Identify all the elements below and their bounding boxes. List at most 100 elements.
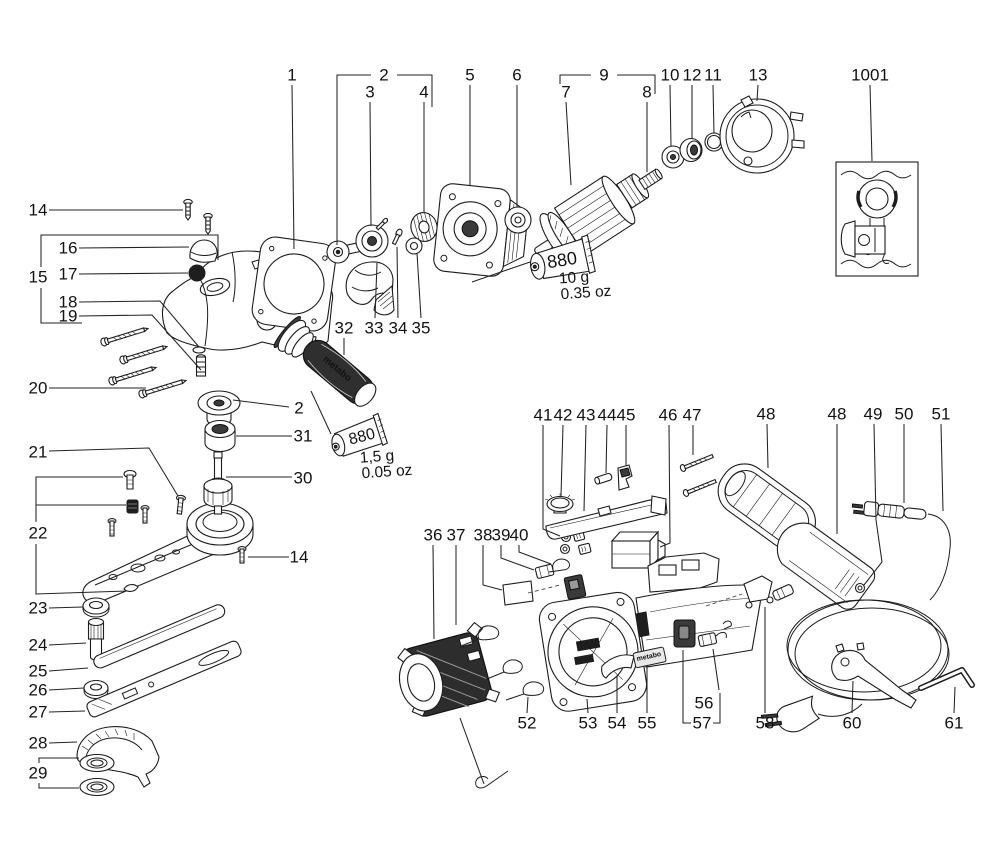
grease-tube-1-weight-metric: 10 g	[558, 268, 589, 287]
leader-line-2	[397, 74, 433, 107]
leader-line-17	[78, 272, 189, 275]
part-label-39: 39	[492, 526, 511, 545]
part-label-35: 35	[412, 319, 431, 338]
reference-dash-line	[527, 584, 561, 594]
leader-line-33	[374, 262, 378, 319]
shell-48b-drawing	[776, 522, 876, 610]
spanner-60-drawing	[831, 642, 917, 709]
part-label-34: 34	[389, 319, 408, 338]
leader-line-16	[78, 246, 190, 249]
part-label-32: 32	[335, 319, 354, 338]
switch-57-drawing	[673, 619, 696, 648]
leader-line-23	[48, 606, 84, 609]
end-flange-13-drawing	[719, 95, 805, 174]
part-label-25: 25	[29, 662, 48, 681]
part-label-43: 43	[577, 406, 596, 425]
part-label-5: 5	[465, 66, 474, 85]
gear-4-drawing	[410, 212, 438, 242]
leader-line-25	[48, 667, 89, 672]
lead-wires-drawing	[460, 625, 545, 701]
brush-56-drawing	[697, 620, 732, 647]
oring-18-drawing	[192, 346, 206, 354]
rating-plate-38-drawing	[502, 580, 534, 606]
leader-line-29	[38, 757, 79, 763]
grease-tube-2-label: 880	[347, 425, 377, 448]
part-label-21: 21	[29, 443, 48, 462]
part-label-49: 49	[864, 405, 883, 424]
leader-line-24	[48, 642, 87, 646]
pinion-2-drawing	[326, 240, 367, 264]
part-label-20: 20	[29, 379, 48, 398]
part-label-47: 47	[683, 406, 702, 425]
part-label-1: 1	[287, 66, 296, 85]
grease-tube-2-drawing	[310, 390, 389, 457]
ring-23-drawing	[82, 597, 110, 618]
leader-line-1	[291, 84, 295, 250]
part-label-28: 28	[29, 734, 48, 753]
leader-line-19	[78, 314, 202, 371]
part-label-52: 52	[518, 714, 537, 733]
leader-line-61	[953, 686, 956, 714]
leader-line-28	[48, 741, 78, 744]
screw-14-drawings	[183, 198, 213, 235]
pin-19-drawing	[195, 354, 207, 377]
leader-line-2	[336, 74, 371, 245]
ring-26-drawing	[83, 679, 109, 699]
part-label-1001: 1001	[851, 66, 889, 85]
part-label-44: 44	[598, 406, 617, 425]
leader-line-2	[232, 399, 290, 408]
part-label-54: 54	[608, 714, 627, 733]
leader-line-40	[518, 545, 552, 565]
part-label-42: 42	[554, 406, 573, 425]
part-label-2: 2	[294, 399, 303, 418]
part-label-53: 53	[579, 714, 598, 733]
part-label-61: 61	[945, 714, 964, 733]
gasket-1-drawing	[251, 236, 337, 332]
hex-key-61-drawing	[918, 667, 975, 691]
part-label-11: 11	[704, 66, 722, 85]
leader-line-9	[617, 74, 656, 94]
leader-line-53	[586, 698, 589, 714]
leader-line-49	[863, 423, 883, 586]
strip-54-drawing	[601, 654, 635, 679]
part-label-50: 50	[895, 405, 914, 424]
part-label-24: 24	[29, 636, 48, 655]
part-label-27: 27	[29, 703, 48, 722]
leader-line-38	[482, 545, 503, 591]
micro-switch-drawing	[563, 574, 587, 600]
part-label-55: 55	[638, 714, 657, 733]
wire-40-drawing	[548, 558, 571, 573]
leader-line-44	[605, 424, 608, 474]
screw-49-drawing	[854, 582, 866, 594]
leader-line-10	[669, 84, 672, 147]
bar-25-drawing	[93, 604, 226, 669]
pin-44-drawing	[594, 472, 613, 485]
bar-27-drawing	[86, 640, 242, 718]
leader-line-22	[35, 476, 123, 522]
part-label-23: 23	[29, 599, 48, 618]
leader-line-34	[396, 246, 399, 319]
leader-line-18	[78, 300, 200, 348]
part-label-36: 36	[424, 526, 443, 545]
leader-line-35	[416, 252, 422, 319]
washers-29-drawings	[79, 753, 115, 797]
plug-17-drawing	[188, 264, 206, 282]
leader-line-11	[712, 84, 715, 134]
part-label-51: 51	[932, 405, 951, 424]
part-label-45: 45	[617, 406, 636, 425]
part-label-8: 8	[642, 83, 651, 102]
coupling-33-drawing	[345, 261, 395, 316]
sleeve-12-drawing	[679, 137, 703, 163]
leader-line-43	[583, 424, 587, 512]
leader-line-15	[40, 234, 219, 267]
leader-line-26	[48, 687, 85, 691]
part-label-57: 57	[693, 714, 712, 733]
part-label-30: 30	[294, 469, 313, 488]
screw-set-22-drawings	[107, 469, 150, 592]
leader-line-56	[712, 648, 720, 691]
part-label-4: 4	[419, 83, 428, 102]
bearing-6-drawing	[504, 206, 532, 234]
leader-line-42	[560, 424, 564, 497]
